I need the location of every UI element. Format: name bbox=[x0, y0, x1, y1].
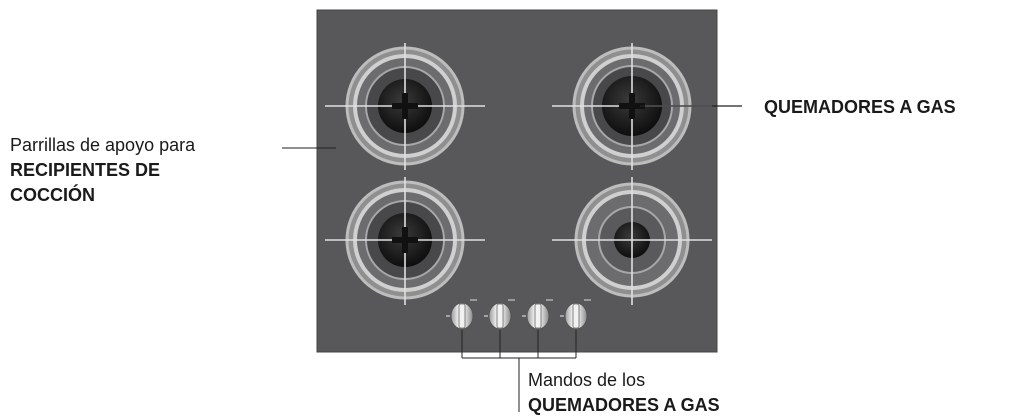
knobs-label: Mandos de los QUEMADORES A GAS bbox=[528, 368, 720, 418]
grates-label-bold-line1: RECIPIENTES DE bbox=[10, 160, 161, 180]
burners-label-text: QUEMADORES A GAS bbox=[764, 97, 956, 117]
grates-label-bold-line2: COCCIÓN bbox=[10, 185, 95, 205]
knob-4 bbox=[560, 299, 591, 330]
knobs-label-bold: QUEMADORES A GAS bbox=[528, 395, 720, 415]
grates-label: Parrillas de apoyo para RECIPIENTES DE C… bbox=[10, 133, 195, 208]
knob-1 bbox=[446, 299, 477, 330]
grate-top-left bbox=[325, 43, 485, 170]
knobs-callout-bracket bbox=[461, 330, 577, 412]
burners-label: QUEMADORES A GAS bbox=[764, 95, 956, 120]
knob-2 bbox=[484, 299, 515, 330]
grate-bottom-right bbox=[552, 177, 712, 305]
knob-3 bbox=[522, 299, 553, 330]
knobs-label-prefix: Mandos de los bbox=[528, 370, 646, 390]
grate-bottom-left bbox=[325, 177, 485, 305]
grates-label-prefix: Parrillas de apoyo para bbox=[10, 135, 196, 155]
